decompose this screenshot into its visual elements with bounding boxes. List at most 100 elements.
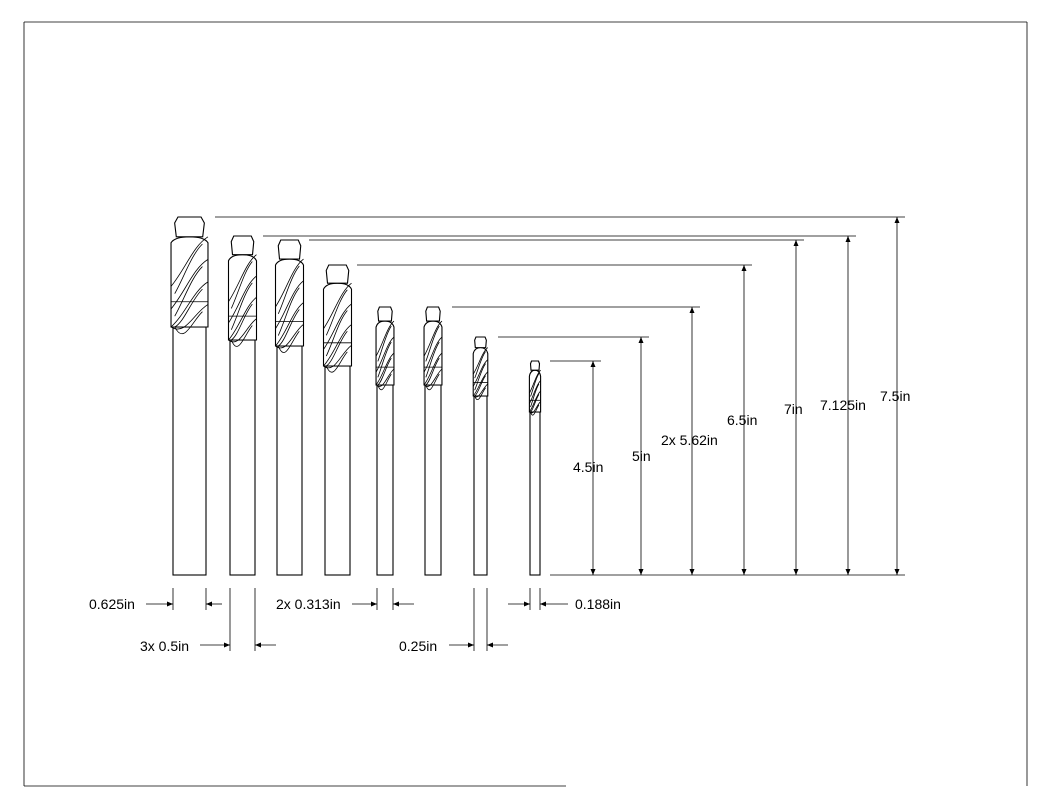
cutting-tip: [529, 360, 541, 371]
flute-edge: [425, 325, 440, 362]
flute-line: [423, 336, 443, 373]
flute-line: [529, 390, 541, 413]
arrowhead: [894, 569, 900, 575]
flute-edge: [530, 383, 540, 408]
diameter-dimension-0-313: [352, 588, 414, 610]
arrowhead: [689, 569, 695, 575]
length-dimension-3: [309, 239, 804, 575]
arrowhead: [793, 569, 799, 575]
diameter-label-0-313: 2x 0.313in: [276, 596, 341, 612]
arrowhead: [845, 236, 851, 242]
flute-edge: [174, 311, 203, 335]
flute-line: [323, 303, 352, 350]
length-label-6-5: 6.5in: [727, 412, 757, 428]
diameter-dimension-0-5: [200, 588, 276, 651]
length-dimension-5: [452, 306, 700, 575]
arrowhead: [371, 601, 377, 607]
arrowhead: [167, 601, 173, 607]
flute-line: [228, 275, 257, 324]
flute-line: [529, 380, 541, 404]
shank: [229, 339, 256, 576]
diameter-label-0-5: 3x 0.5in: [140, 638, 189, 654]
shank: [376, 384, 394, 576]
length-dimension-4: [357, 264, 752, 575]
arrowhead: [468, 642, 474, 648]
flute-edge: [377, 325, 392, 362]
flute-edge: [377, 357, 392, 386]
arrowhead: [255, 642, 261, 648]
diameter-dimension-0-625: [146, 588, 222, 610]
flute-edge: [278, 309, 300, 347]
flute-edge: [174, 266, 203, 317]
flute-line: [472, 371, 489, 397]
flute-line: [375, 320, 395, 357]
flute-line: [323, 344, 352, 369]
flute-edge: [174, 288, 203, 328]
flute-line: [275, 258, 304, 308]
length-label-5-62: 2x 5.62in: [661, 432, 718, 448]
flute-edge: [230, 282, 253, 330]
end-mill-2: [227, 235, 258, 576]
diameter-dimension-labels: 0.625in 3x 0.5in 2x 0.313in 0.25in 0.188…: [89, 596, 621, 654]
length-dimension-6: [498, 336, 649, 575]
flute-edge: [326, 330, 348, 367]
diameter-label-0-188: 0.188in: [575, 596, 621, 612]
arrowhead: [393, 601, 399, 607]
flute-edge: [377, 341, 392, 378]
flute-line: [423, 352, 443, 386]
flute-edge: [277, 265, 300, 315]
flute-line: [275, 323, 304, 349]
end-mill-6: [423, 306, 443, 576]
flute-edge: [174, 243, 203, 294]
flute-line: [375, 368, 395, 387]
arrowhead: [845, 569, 851, 575]
flute-edge: [277, 330, 300, 353]
flute-line: [170, 281, 209, 328]
length-dimension-7: [550, 360, 601, 575]
arrowhead: [524, 601, 530, 607]
flute-line: [472, 347, 489, 375]
end-mill-8: [528, 360, 542, 576]
shank: [324, 365, 351, 576]
flute-edge: [474, 375, 486, 397]
shank: [424, 384, 442, 576]
end-mill-3: [274, 239, 305, 576]
flute-line: [275, 280, 304, 329]
length-label-5: 5in: [632, 448, 651, 464]
end-mill-7: [472, 336, 489, 576]
shank: [276, 345, 303, 576]
flute-edge: [277, 287, 300, 336]
flute-line: [529, 369, 541, 394]
diameter-label-0-625: 0.625in: [89, 596, 135, 612]
diameter-label-0-25: 0.25in: [399, 638, 437, 654]
arrowhead: [741, 569, 747, 575]
flute-edge: [325, 310, 348, 357]
cutting-tip: [474, 336, 487, 349]
flute-edge: [530, 373, 540, 397]
arrowhead: [638, 569, 644, 575]
length-label-7: 7in: [784, 401, 803, 417]
cutting-tip: [325, 264, 350, 284]
flute-edge: [425, 373, 440, 391]
diameter-dimension-0-25: [449, 588, 508, 651]
end-mill-1: [170, 216, 209, 576]
arrowhead: [206, 601, 212, 607]
flute-edge: [474, 363, 486, 391]
dimension-lines: [146, 216, 905, 651]
flute-line: [170, 236, 209, 287]
shank: [172, 326, 207, 576]
arrowhead: [540, 601, 546, 607]
flute-edge: [425, 341, 440, 378]
arrowhead: [590, 569, 596, 575]
cutting-tip: [377, 306, 393, 322]
flute-line: [375, 352, 395, 386]
arrowhead: [638, 337, 644, 343]
flute-line: [228, 318, 257, 343]
flute-edge: [231, 303, 253, 341]
flute-edge: [230, 325, 253, 347]
arrowhead: [689, 307, 695, 313]
arrowhead: [590, 361, 596, 367]
length-label-4-5: 4.5in: [573, 459, 603, 475]
flute-line: [275, 302, 304, 347]
arrowhead: [224, 642, 230, 648]
